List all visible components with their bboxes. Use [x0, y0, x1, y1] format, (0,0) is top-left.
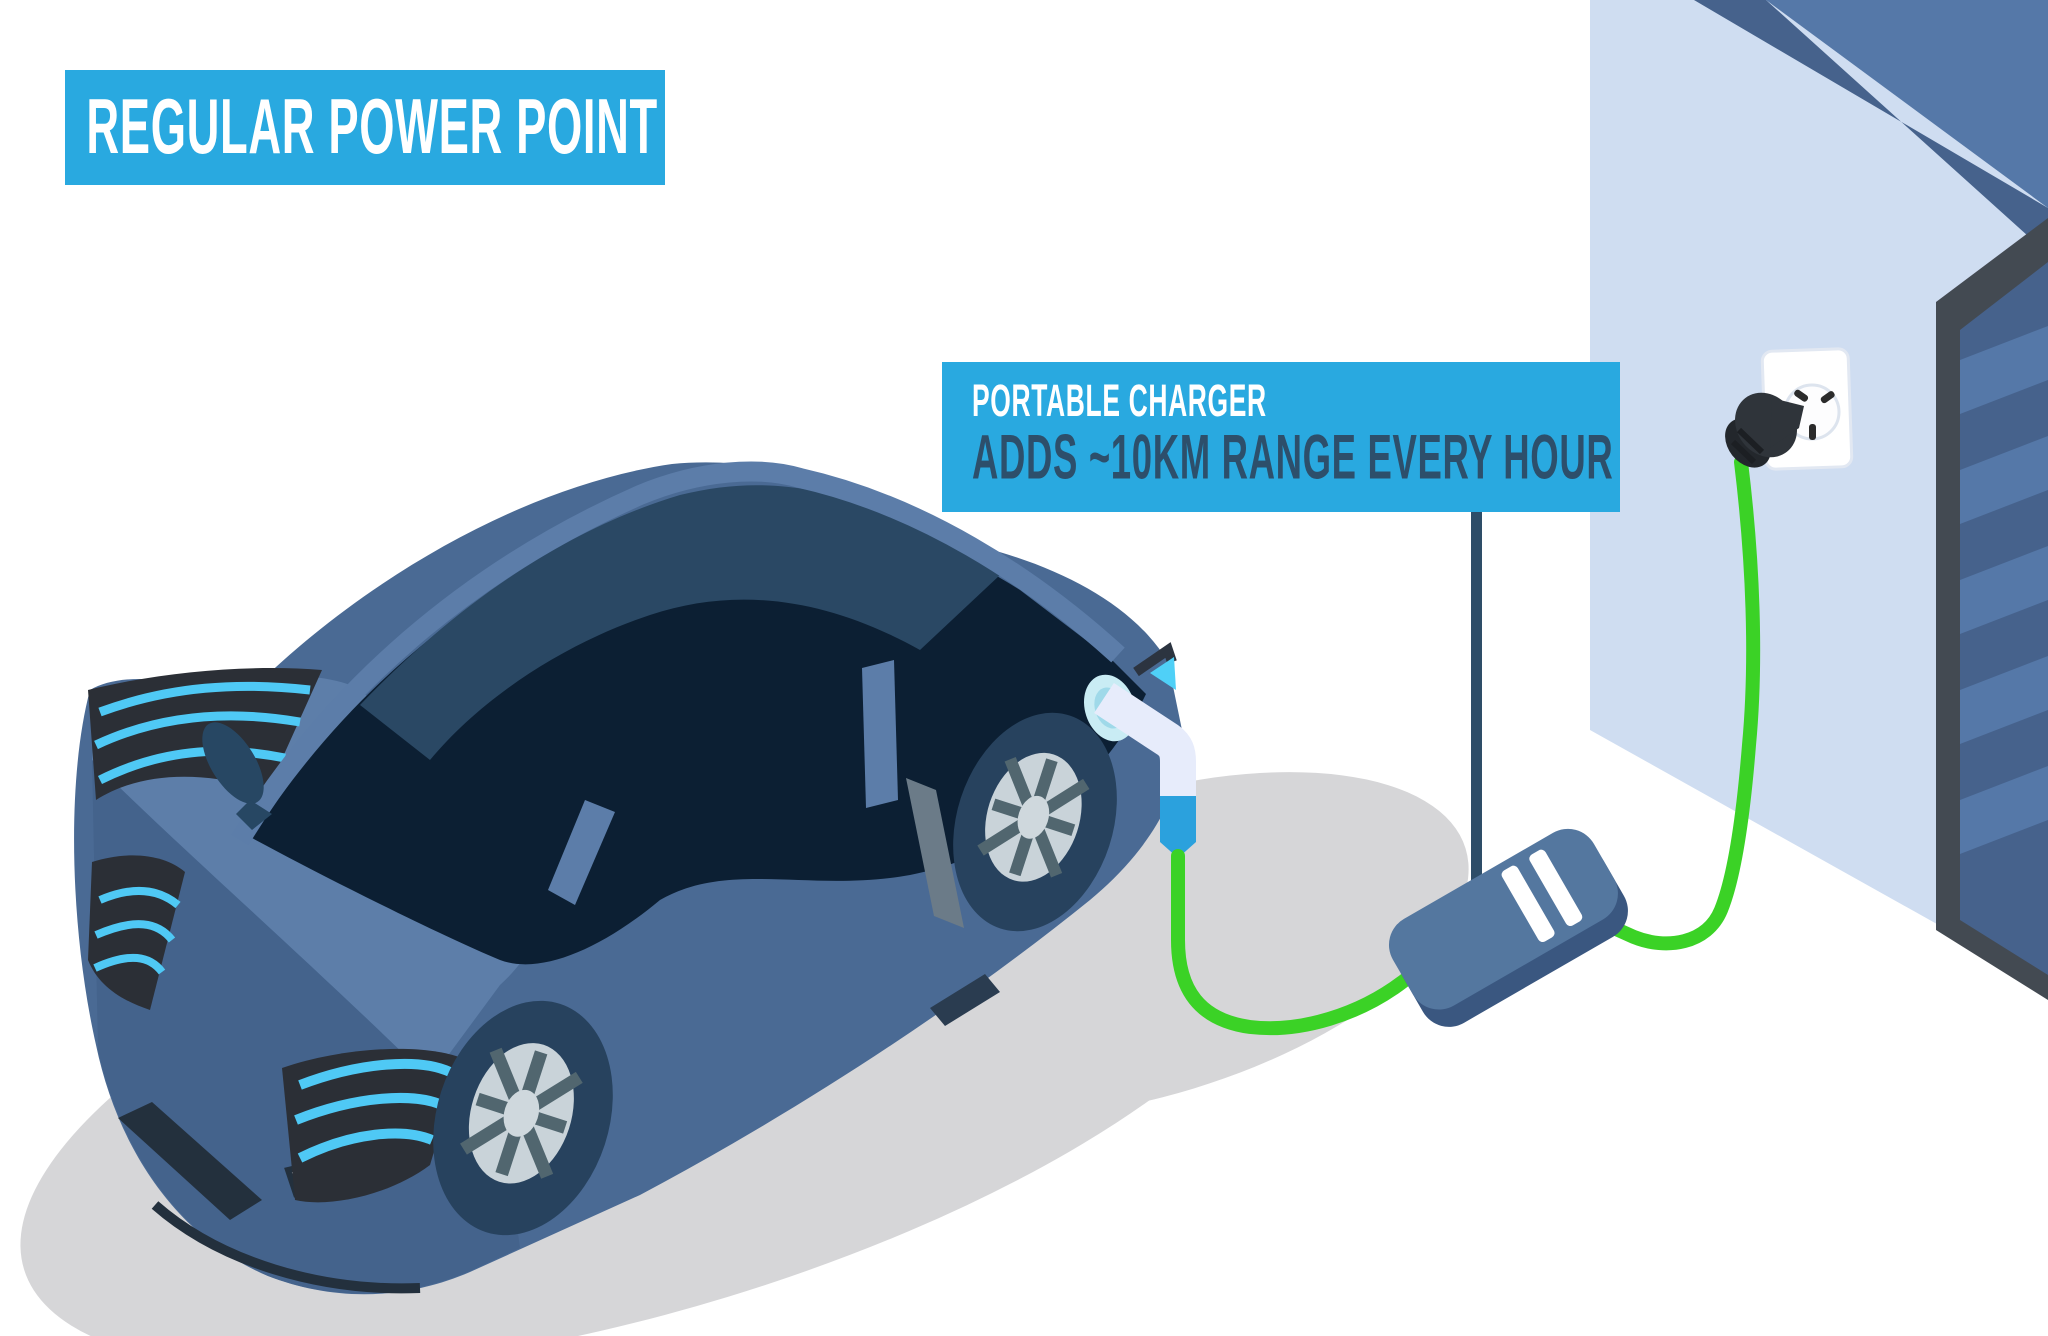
side-mirror: [202, 722, 272, 830]
roof-trim: [231, 461, 1125, 846]
door-slats: [1960, 326, 2048, 854]
leader-line: [1471, 500, 1482, 886]
bumper-vent: [118, 1102, 262, 1220]
roof-band: [1766, 0, 2048, 208]
portable-charger-device: [1388, 828, 1628, 1027]
headlight-left-icon: [88, 855, 185, 1010]
electric-car: [74, 461, 1196, 1295]
car-roof: [360, 485, 1000, 760]
info-heading: PORTABLE CHARGER: [972, 375, 1267, 426]
rear-wheel: [953, 712, 1117, 932]
regular-power-point-badge: REGULAR POWER POINT: [65, 70, 665, 185]
window-pillars: [548, 660, 898, 905]
portable-charger-badge: PORTABLE CHARGER ADDS ~10KM RANGE EVERY …: [942, 362, 1620, 512]
power-plug: [1725, 392, 1804, 468]
front-wheel: [433, 1000, 613, 1236]
charging-plug-handle: [1094, 682, 1196, 858]
title-label: REGULAR POWER POINT: [86, 83, 658, 171]
charging-cable-left: [1171, 849, 1435, 1036]
charging-cable-right: [1589, 455, 1761, 951]
headlight-main-icon: [282, 1048, 462, 1203]
garage-wall: [1590, 0, 2048, 996]
taillight-icon: [1133, 642, 1177, 690]
info-detail: ADDS ~10KM RANGE EVERY HOUR: [972, 422, 1614, 493]
wall-face: [1590, 0, 2048, 996]
garage-door: [1936, 218, 2048, 1000]
side-trim: [906, 778, 964, 928]
bumper-edge: [151, 1201, 421, 1294]
rear-underbody: [930, 974, 1000, 1026]
